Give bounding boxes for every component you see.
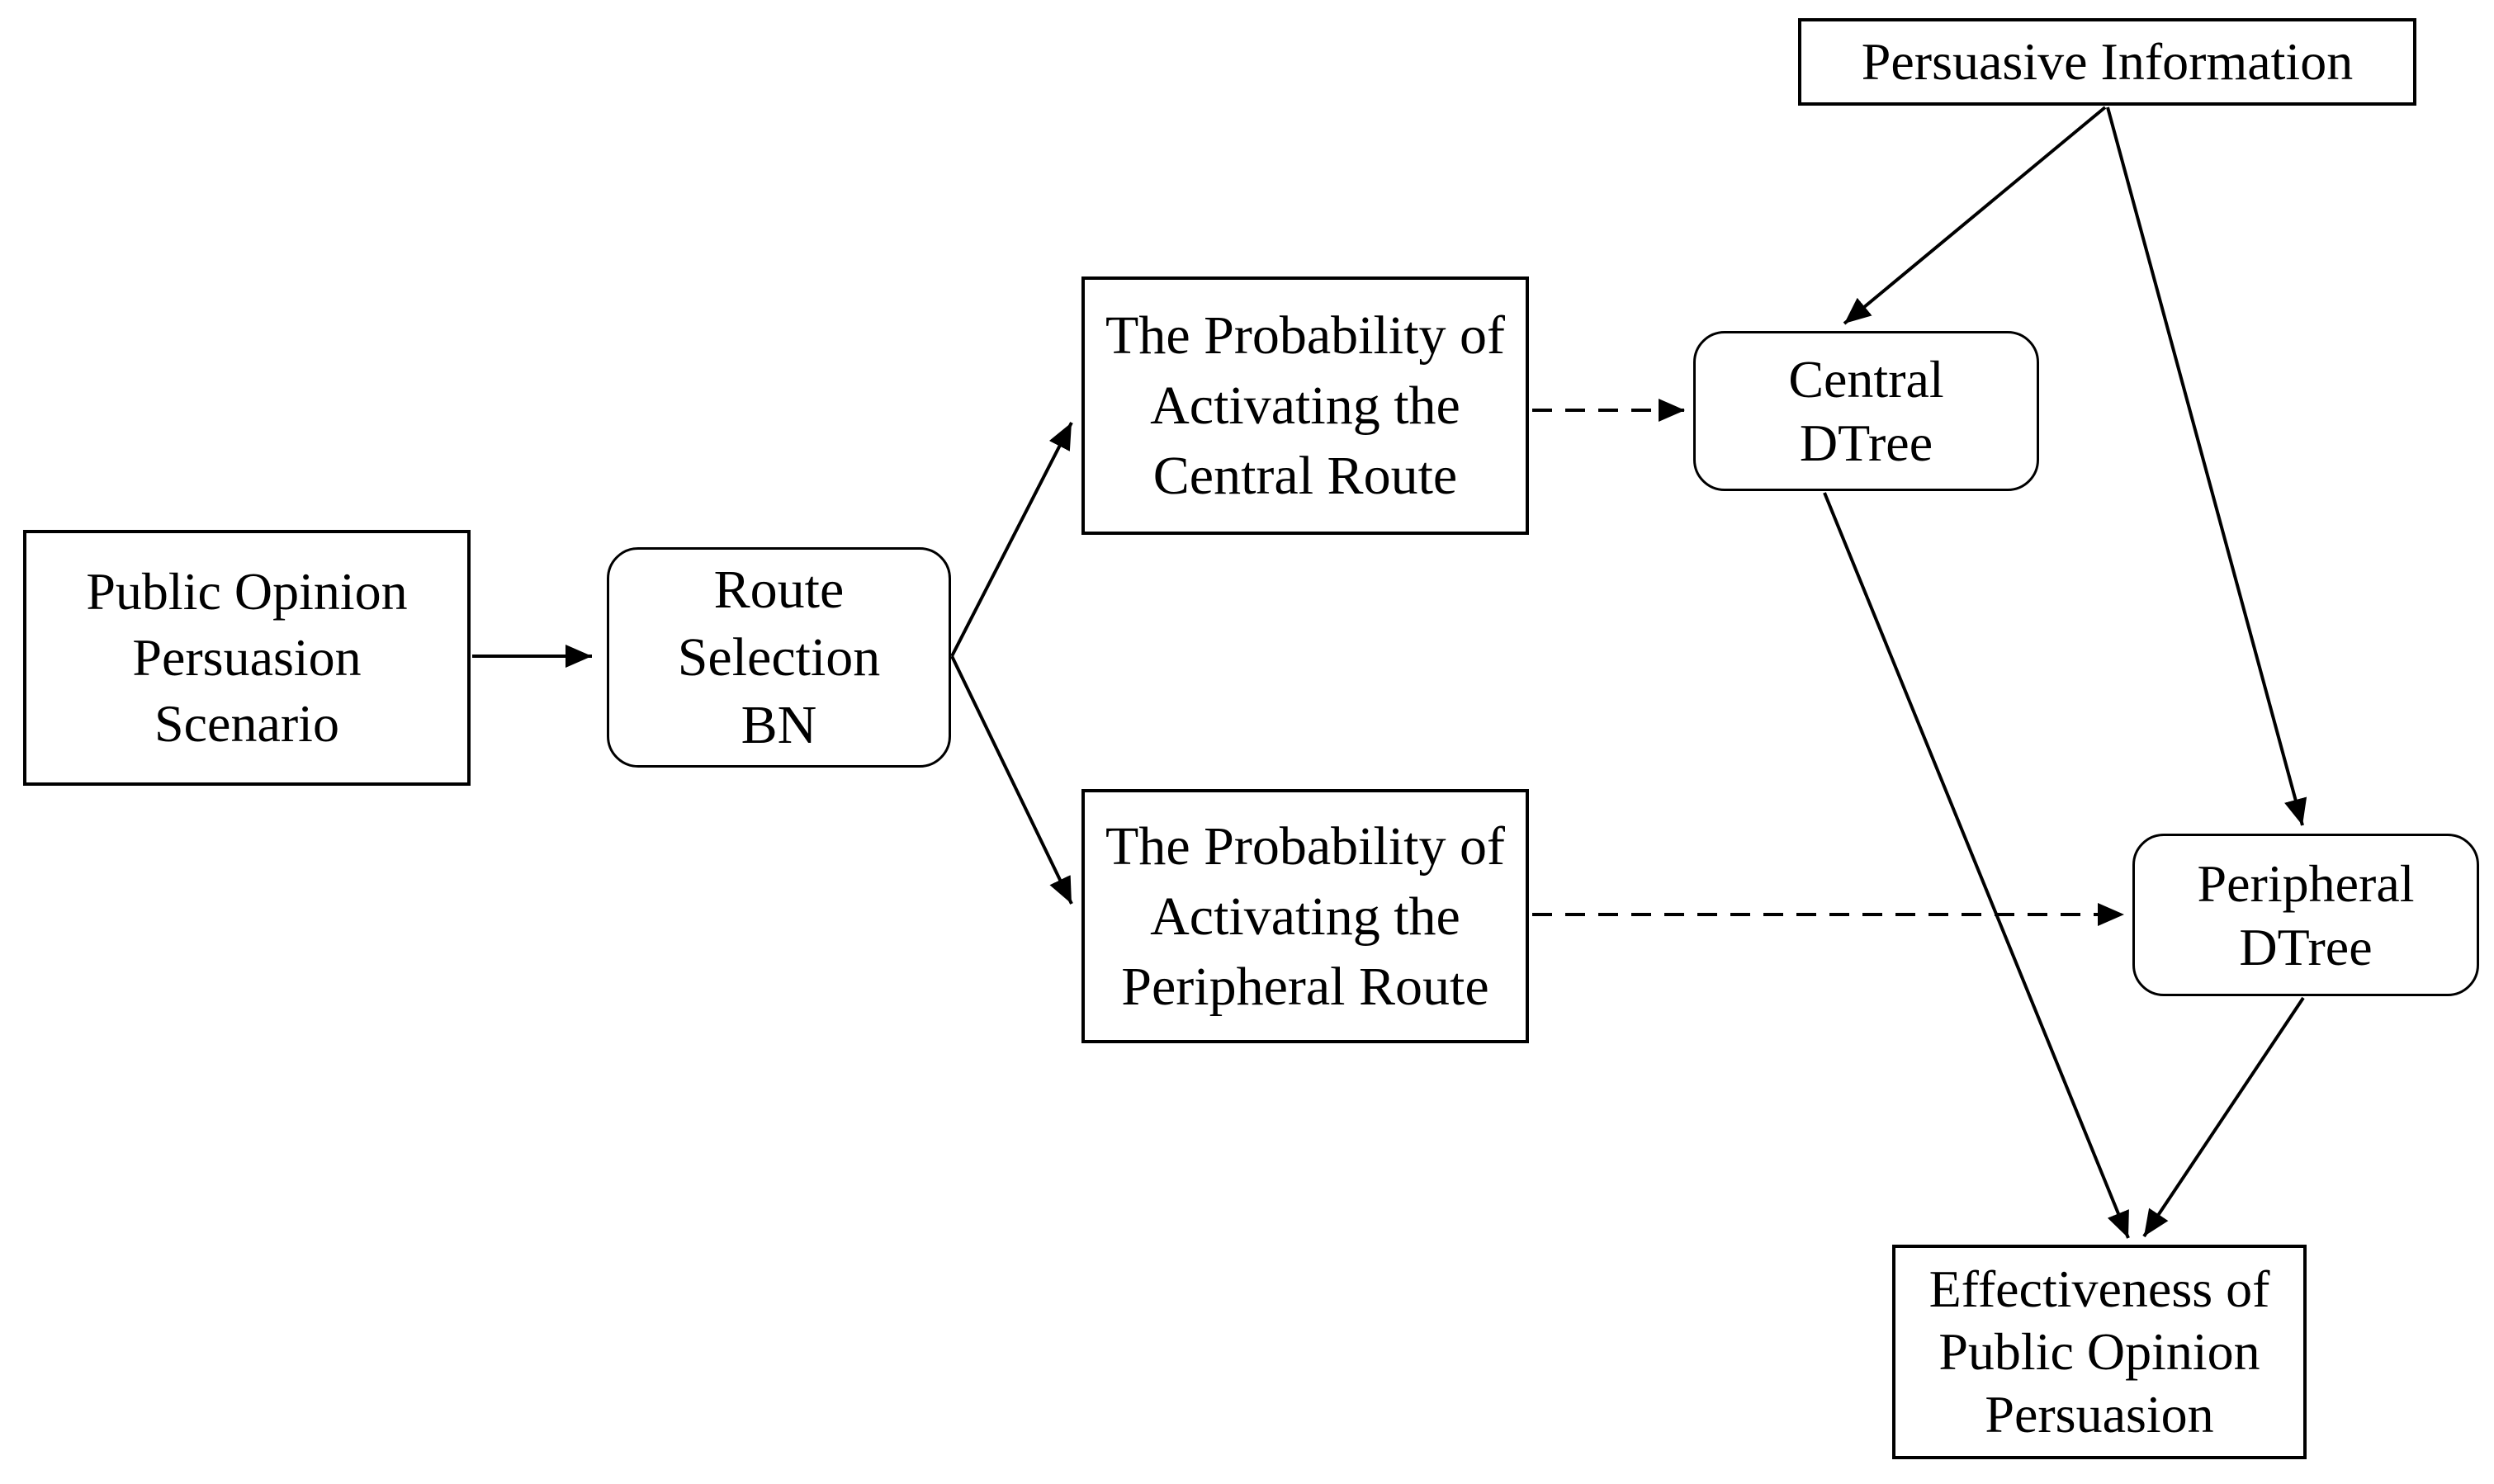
node-public-opinion-persuasion-scenario: Public Opinion Persuasion Scenario (23, 530, 471, 786)
node-label: Public Opinion Persuasion Scenario (86, 562, 408, 753)
edge-central-dtree-to-effectiveness (1823, 492, 2130, 1239)
node-label: Route Selection BN (677, 559, 881, 755)
node-label: The Probability of Activating the Centra… (1105, 305, 1505, 506)
edge-bn-to-prob-peripheral (950, 655, 1073, 905)
node-persuasive-information: Persuasive Information (1798, 18, 2416, 106)
edge-bn-to-prob-central (950, 422, 1073, 657)
node-peripheral-dtree: Peripheral DTree (2132, 834, 2479, 996)
edge-peripheral-dtree-to-effectiveness (2142, 996, 2305, 1238)
node-central-dtree: Central DTree (1693, 331, 2039, 491)
node-label: Persuasive Information (1861, 32, 2354, 91)
edge-persuasive-to-central-dtree (1843, 106, 2107, 325)
node-label: The Probability of Activating the Periph… (1105, 815, 1505, 1017)
node-effectiveness-of-public-opinion-persuasion: Effectiveness of Public Opinion Persuasi… (1892, 1245, 2307, 1459)
node-label: Central DTree (1788, 350, 1944, 472)
node-probability-activating-peripheral-route: The Probability of Activating the Periph… (1081, 789, 1529, 1043)
edge-persuasive-to-peripheral-dtree (2106, 106, 2307, 826)
node-probability-activating-central-route: The Probability of Activating the Centra… (1081, 276, 1529, 535)
node-route-selection-bn: Route Selection BN (607, 547, 951, 768)
node-label: Peripheral DTree (2197, 853, 2415, 976)
node-label: Effectiveness of Public Opinion Persuasi… (1928, 1260, 2270, 1444)
